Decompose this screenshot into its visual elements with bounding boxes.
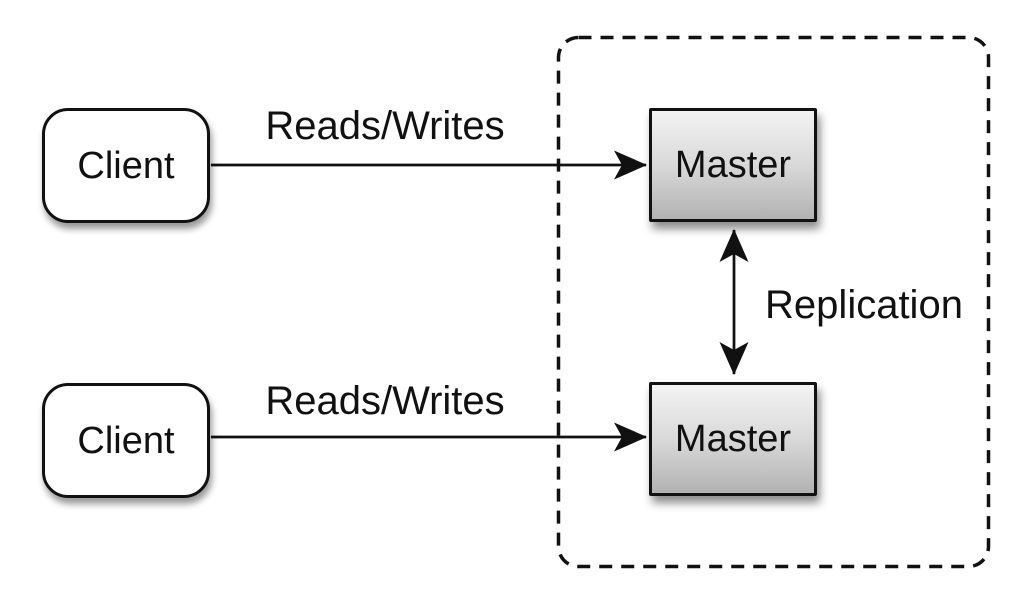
replication-group-boundary	[556, 35, 991, 569]
node-master-top-label: Master	[674, 144, 792, 186]
node-master-top: Master	[649, 108, 817, 222]
node-client-top-label: Client	[77, 144, 175, 187]
node-client-bottom-label: Client	[77, 419, 175, 462]
node-client-bottom: Client	[42, 383, 210, 498]
node-master-bottom: Master	[649, 382, 817, 496]
node-master-bottom-label: Master	[674, 418, 792, 460]
node-client-top: Client	[42, 108, 210, 223]
